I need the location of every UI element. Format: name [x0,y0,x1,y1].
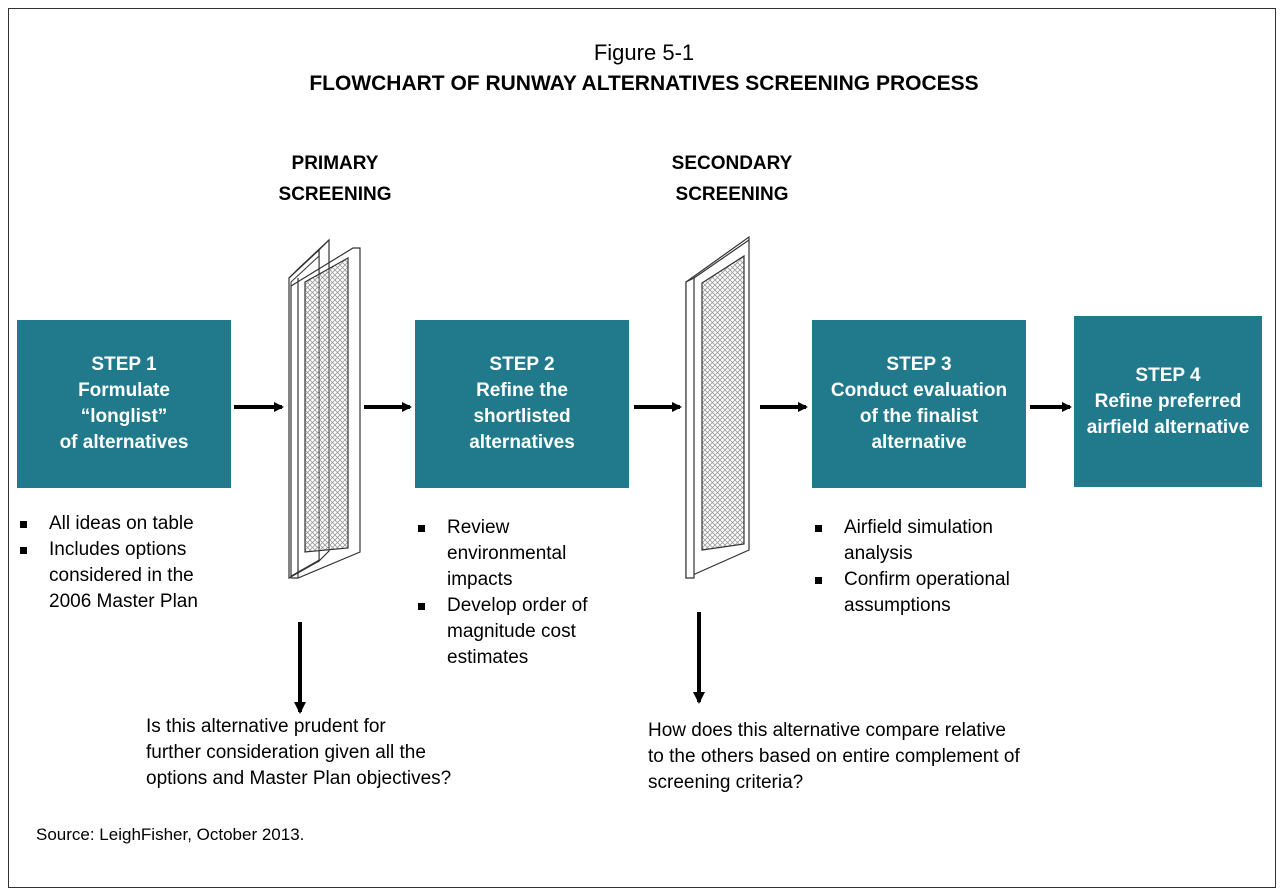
bullet-line: environmental [447,543,567,564]
step-2-bullets: Review environmental impacts Develop ord… [415,515,645,671]
step-4-box: STEP 4 Refine preferred airfield alterna… [1074,316,1262,487]
question-line: screening criteria? [648,772,804,793]
bullet-line: Confirm operational [844,569,1010,590]
bullet-line: Includes options [49,539,187,560]
step-3-bullet: Airfield simulation analysis [812,515,1042,567]
question-line: to the others based on entire complement… [648,746,1020,767]
step-3-line3: of the finalist [859,406,979,427]
bullet-line: impacts [447,569,513,590]
primary-screening-line1: PRIMARY [291,153,379,174]
step-3-line1: STEP 3 [886,354,952,375]
primary-screening-label: PRIMARY SCREENING [235,148,435,210]
step-1-box: STEP 1 Formulate “longlist” of alternati… [17,320,231,488]
step-1-line4: of alternatives [59,432,189,453]
question-line: Is this alternative prudent for [146,716,386,737]
question-line: options and Master Plan objectives? [146,768,452,789]
step-2-line1: STEP 2 [489,354,555,375]
step-2-bullet: Develop order of magnitude cost estimate… [415,593,645,671]
step-1-line2: Formulate [78,380,170,401]
step-3-box: STEP 3 Conduct evaluation of the finalis… [812,320,1026,488]
secondary-screening-label: SECONDARY SCREENING [632,148,832,210]
bullet-line: All ideas on table [49,513,194,534]
question-line: further consideration given all the [146,742,426,763]
source-note: Source: LeighFisher, October 2013. [36,825,305,844]
step-2-line4: alternatives [469,432,575,453]
figure-label: Figure 5-1 [593,40,695,65]
bullet-line: Develop order of [447,595,588,616]
bullet-line: Airfield simulation [844,517,993,538]
primary-screening-question: Is this alternative prudent for further … [146,714,486,792]
step-1-bullet: All ideas on table [17,511,247,537]
secondary-screen-frame [685,235,750,579]
bullet-line: estimates [447,647,529,668]
question-line: How does this alternative compare relati… [648,720,1007,741]
step-2-line2: Refine the [476,380,568,401]
bullet-line: considered in the [49,565,194,586]
bullet-line: assumptions [844,595,951,616]
step-1-line1: STEP 1 [91,354,157,375]
bullet-line: Review [447,517,510,538]
secondary-screening-line1: SECONDARY [671,153,793,174]
step-4-line3: airfield alternative [1086,416,1250,438]
bullet-line: 2006 Master Plan [49,591,198,612]
step-3-line2: Conduct evaluation [830,380,1008,401]
secondary-screening-line2: SCREENING [675,184,789,205]
primary-screening-line2: SCREENING [278,184,392,205]
step-1-line3: “longlist” [80,406,168,427]
step-3-line4: alternative [871,432,967,453]
step-2-line3: shortlisted [473,406,571,427]
step-1-bullet: Includes options considered in the 2006 … [17,537,247,615]
step-1-bullets: All ideas on table Includes options cons… [17,511,247,615]
primary-screen-frame [288,238,361,580]
step-4-line1: STEP 4 [1135,364,1201,386]
step-2-bullet: Review environmental impacts [415,515,645,593]
step-4-line2: Refine preferred [1094,390,1242,412]
step-2-box: STEP 2 Refine the shortlisted alternativ… [415,320,629,488]
bullet-line: magnitude cost [447,621,576,642]
step-3-bullet: Confirm operational assumptions [812,567,1042,619]
figure-title: FLOWCHART OF RUNWAY ALTERNATIVES SCREENI… [309,72,979,95]
step-3-bullets: Airfield simulation analysis Confirm ope… [812,515,1042,619]
bullet-line: analysis [844,543,913,564]
secondary-screening-question: How does this alternative compare relati… [648,718,1088,796]
